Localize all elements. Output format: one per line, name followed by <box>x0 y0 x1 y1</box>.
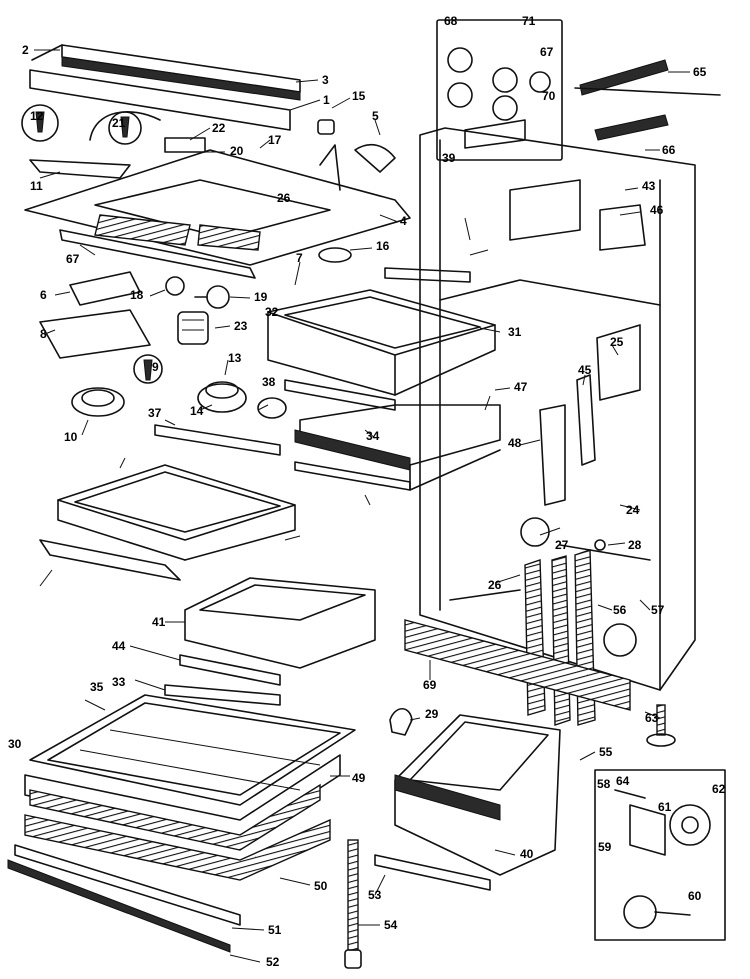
top-trim-strip-part <box>29 44 301 131</box>
callout-number: 54 <box>384 918 398 932</box>
callout-number: 41 <box>152 615 166 629</box>
callout-number: 12 <box>30 109 44 123</box>
callout-number: 31 <box>508 325 522 339</box>
callout-number: 20 <box>230 144 244 158</box>
callout-number: 66 <box>662 143 676 157</box>
callout-number: 71 <box>522 14 536 28</box>
callout-number: 63 <box>645 711 659 725</box>
callout-number: 53 <box>368 888 382 902</box>
bottom-shelf-assembly <box>7 684 356 953</box>
upper-glass-shelf <box>267 267 496 411</box>
callout-number: 29 <box>425 707 439 721</box>
callout-number: 50 <box>314 879 328 893</box>
callout-number: 16 <box>376 239 390 253</box>
top-right-trim <box>574 59 721 141</box>
leader-lines <box>34 49 690 963</box>
crisper-drawer-small <box>179 577 376 686</box>
callout-number: 6 <box>40 288 47 302</box>
callout-number: 51 <box>268 923 282 937</box>
callout-number: 37 <box>148 406 162 420</box>
callout-number: 46 <box>650 203 664 217</box>
control-knob-parts <box>21 104 206 179</box>
callout-number: 57 <box>651 603 665 617</box>
freezer-floor-panel <box>24 144 411 279</box>
callout-number: 47 <box>514 380 528 394</box>
callout-number: 70 <box>542 89 556 103</box>
callout-number: 61 <box>658 800 672 814</box>
callout-number: 39 <box>442 151 456 165</box>
callout-number: 65 <box>693 65 707 79</box>
middle-glass-shelf <box>39 424 296 581</box>
callout-number: 4 <box>400 214 407 228</box>
door-hinge-inset <box>436 19 563 161</box>
callout-number: 64 <box>616 774 630 788</box>
callout-number: 68 <box>444 14 458 28</box>
callout-number: 21 <box>112 116 126 130</box>
callout-number: 24 <box>626 503 640 517</box>
callout-number: 11 <box>30 179 43 193</box>
base-grille <box>404 619 631 711</box>
callout-number: 34 <box>366 429 380 443</box>
callout-number: 55 <box>599 745 613 759</box>
callout-number: 32 <box>265 305 279 319</box>
roller-inset <box>594 769 726 941</box>
cabinet-liner <box>419 127 696 691</box>
small-components-left <box>39 119 396 419</box>
leveler-foot <box>603 623 676 747</box>
callout-number: 52 <box>266 955 280 969</box>
callout-number: 56 <box>613 603 627 617</box>
callout-number: 40 <box>520 847 534 861</box>
callout-number: 26 <box>488 578 502 592</box>
callout-number: 28 <box>628 538 642 552</box>
callout-number: 69 <box>423 678 437 692</box>
callout-number: 18 <box>130 288 144 302</box>
crisper-drawer-large <box>374 707 561 891</box>
callout-number: 2 <box>22 43 29 57</box>
callout-number: 59 <box>598 840 612 854</box>
callout-number: 26 <box>277 191 291 205</box>
callout-number: 60 <box>688 889 702 903</box>
callout-number: 3 <box>322 73 329 87</box>
callout-number: 45 <box>578 363 592 377</box>
callout-number: 58 <box>597 777 611 791</box>
callout-number: 22 <box>212 121 226 135</box>
callout-number: 35 <box>90 680 104 694</box>
meat-drawer <box>294 404 501 491</box>
callout-number: 13 <box>228 351 242 365</box>
callout-number: 9 <box>152 360 159 374</box>
callout-number: 30 <box>8 737 22 751</box>
callout-number: 49 <box>352 771 366 785</box>
leveling-screw-part <box>344 839 362 969</box>
callout-number: 14 <box>190 404 204 418</box>
callout-number: 62 <box>712 782 726 796</box>
callout-number: 38 <box>262 375 276 389</box>
callout-number: 44 <box>112 639 126 653</box>
callout-number: 67 <box>540 45 554 59</box>
callout-number: 23 <box>234 319 248 333</box>
callout-number: 19 <box>254 290 268 304</box>
callout-number: 10 <box>64 430 78 444</box>
callout-number: 7 <box>296 251 303 265</box>
callout-number: 15 <box>352 89 366 103</box>
callout-number: 25 <box>610 335 624 349</box>
callout-number: 5 <box>372 109 379 123</box>
callout-number: 17 <box>268 133 282 147</box>
callout-number: 43 <box>642 179 656 193</box>
callout-number: 1 <box>323 93 330 107</box>
callout-number: 33 <box>112 675 126 689</box>
callout-number: 67 <box>66 252 80 266</box>
callout-number: 27 <box>555 538 569 552</box>
callout-number: 48 <box>508 436 522 450</box>
callout-number: 8 <box>40 327 47 341</box>
